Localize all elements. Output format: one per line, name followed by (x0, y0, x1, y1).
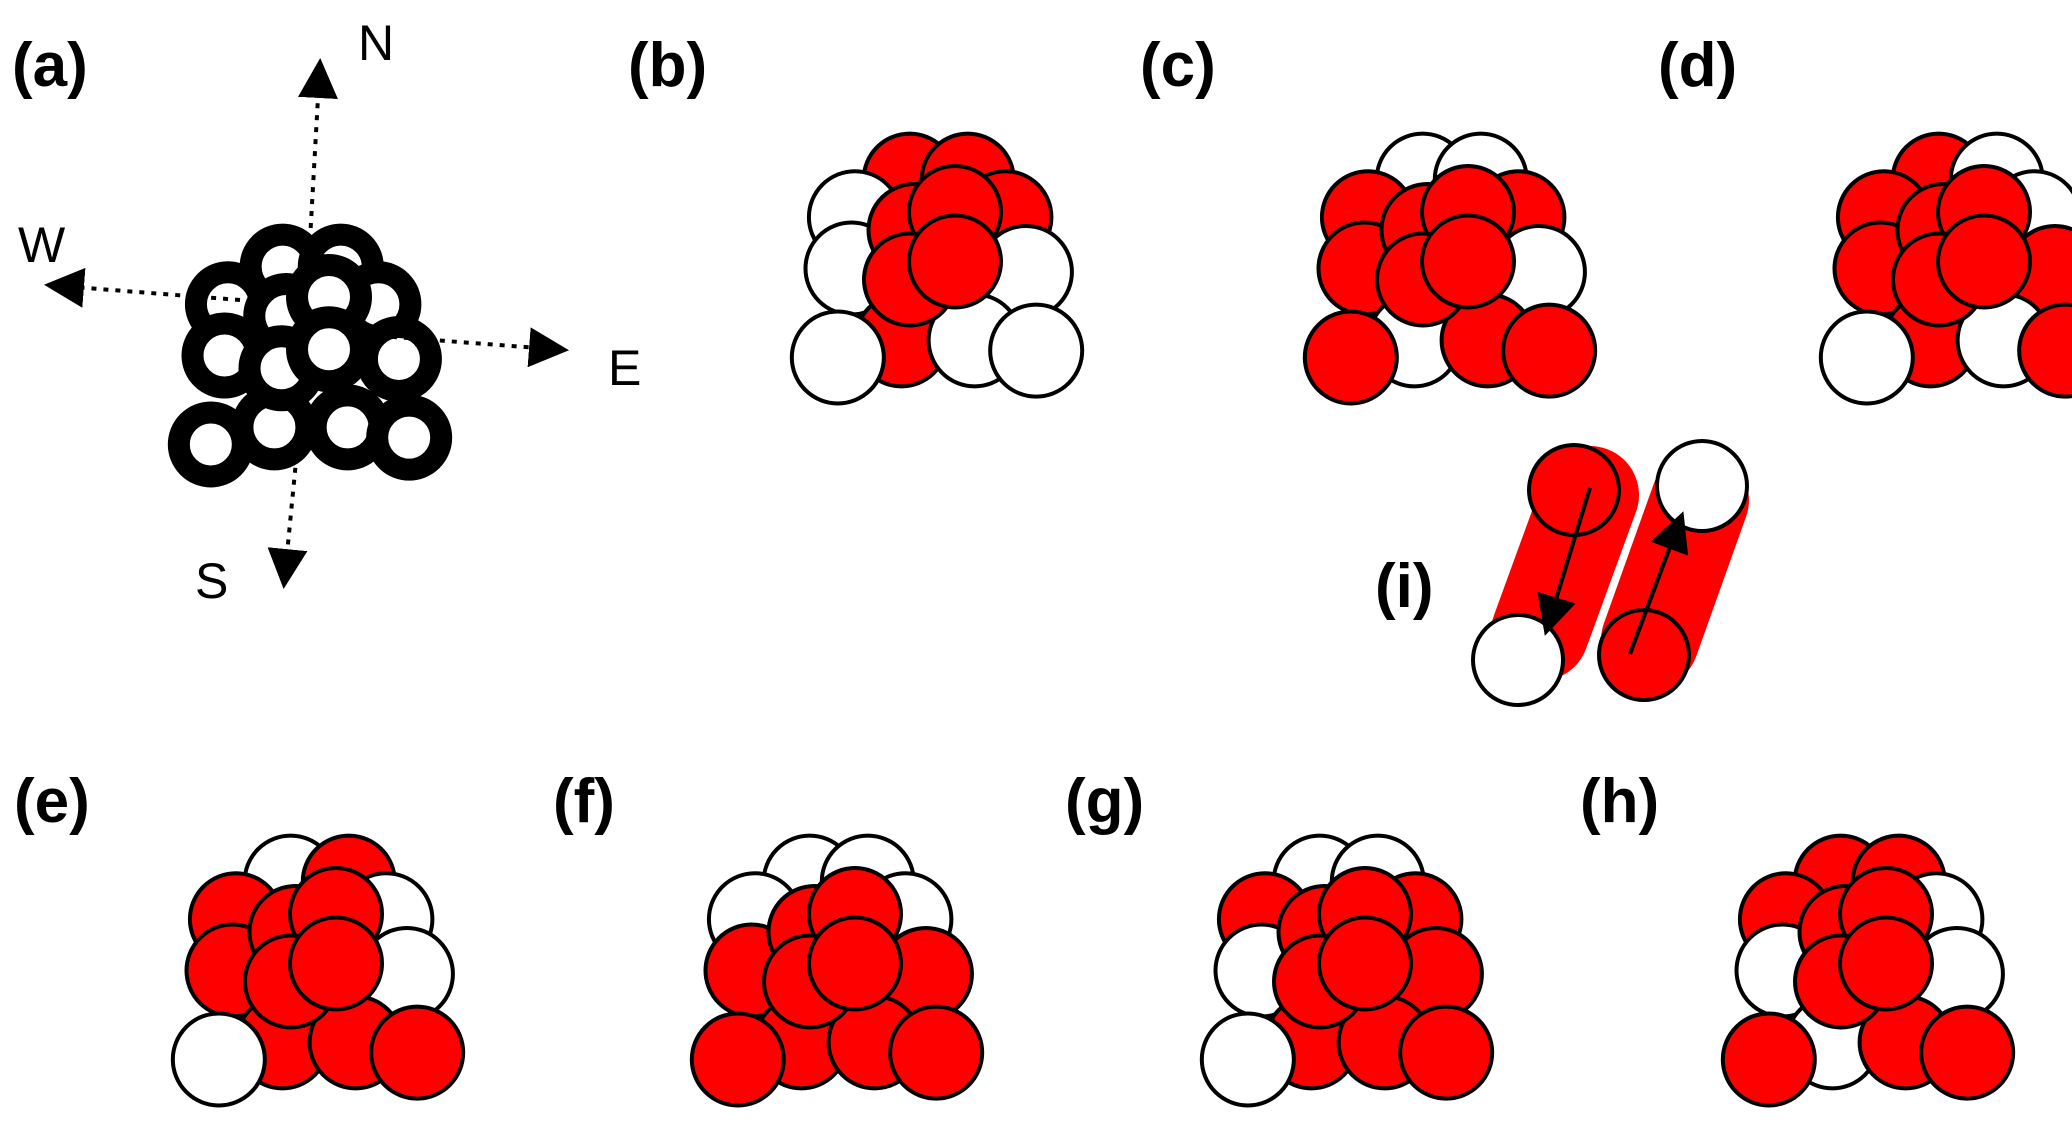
panel-label-e: (e) (14, 767, 90, 836)
compass-west-label: W (18, 217, 66, 273)
outer-site-9 (689, 1011, 786, 1108)
inner-site-4 (288, 915, 384, 1012)
outer-site-10 (369, 1004, 466, 1101)
outer-site-9 (1720, 1011, 1817, 1108)
exchange-arrow-down (1537, 487, 1592, 636)
site-empty-top-right (1655, 439, 1749, 533)
panel-label-d: (d) (1658, 31, 1737, 100)
panel-d-configuration (1818, 131, 2072, 406)
inner-site-4 (1420, 213, 1516, 310)
site-filled-bottom-right (1597, 608, 1691, 702)
outer-site-9 (1302, 309, 1399, 406)
outer-site-10 (1919, 1004, 2016, 1101)
panel-a-ring-lattice: N S E W (18, 15, 641, 609)
panel-label-i: (i) (1375, 552, 1434, 621)
inner-site-4 (907, 213, 1003, 310)
ring-lattice (167, 223, 453, 488)
inner-site-4 (1838, 915, 1934, 1012)
ring-site-6 (355, 315, 442, 402)
site-filled-top-left (1527, 443, 1621, 537)
inner-site-4 (1317, 915, 1413, 1012)
north-arrow (298, 58, 338, 241)
compass-north-label: N (358, 15, 394, 71)
outer-site-9 (1199, 1011, 1296, 1108)
west-arrow (44, 267, 241, 308)
panel-b-configuration (789, 131, 1085, 406)
south-arrow (267, 419, 308, 589)
panel-c-configuration (1302, 131, 1598, 406)
outer-site-9 (170, 1011, 267, 1108)
outer-site-9 (789, 309, 886, 406)
inner-site-4 (807, 915, 903, 1012)
inner-site-4 (1936, 213, 2032, 310)
panel-label-g: (g) (1065, 767, 1144, 836)
panel-e-configuration (170, 833, 466, 1108)
outer-site-10 (2017, 302, 2072, 399)
panel-f-configuration (689, 833, 985, 1108)
exchange-arrow-up (1628, 511, 1689, 655)
panel-i-exchange (1471, 439, 1749, 707)
panel-label-a: (a) (12, 31, 88, 100)
ring-site-9 (167, 401, 254, 488)
compass-east-label: E (608, 340, 641, 396)
panel-label-h: (h) (1580, 767, 1659, 836)
panel-h-configuration (1720, 833, 2016, 1108)
outer-site-10 (988, 302, 1085, 399)
outer-site-10 (1398, 1004, 1495, 1101)
site-empty-bottom-left (1471, 613, 1565, 707)
panel-g-configuration (1199, 833, 1495, 1108)
panel-label-b: (b) (628, 31, 707, 100)
outer-site-10 (888, 1004, 985, 1101)
outer-site-10 (1501, 302, 1598, 399)
ring-site-10 (366, 394, 453, 481)
compass-south-label: S (195, 553, 228, 609)
ring-site-14 (286, 306, 372, 393)
outer-site-9 (1818, 309, 1915, 406)
panel-label-f: (f) (553, 767, 615, 836)
panel-label-c: (c) (1140, 31, 1216, 100)
